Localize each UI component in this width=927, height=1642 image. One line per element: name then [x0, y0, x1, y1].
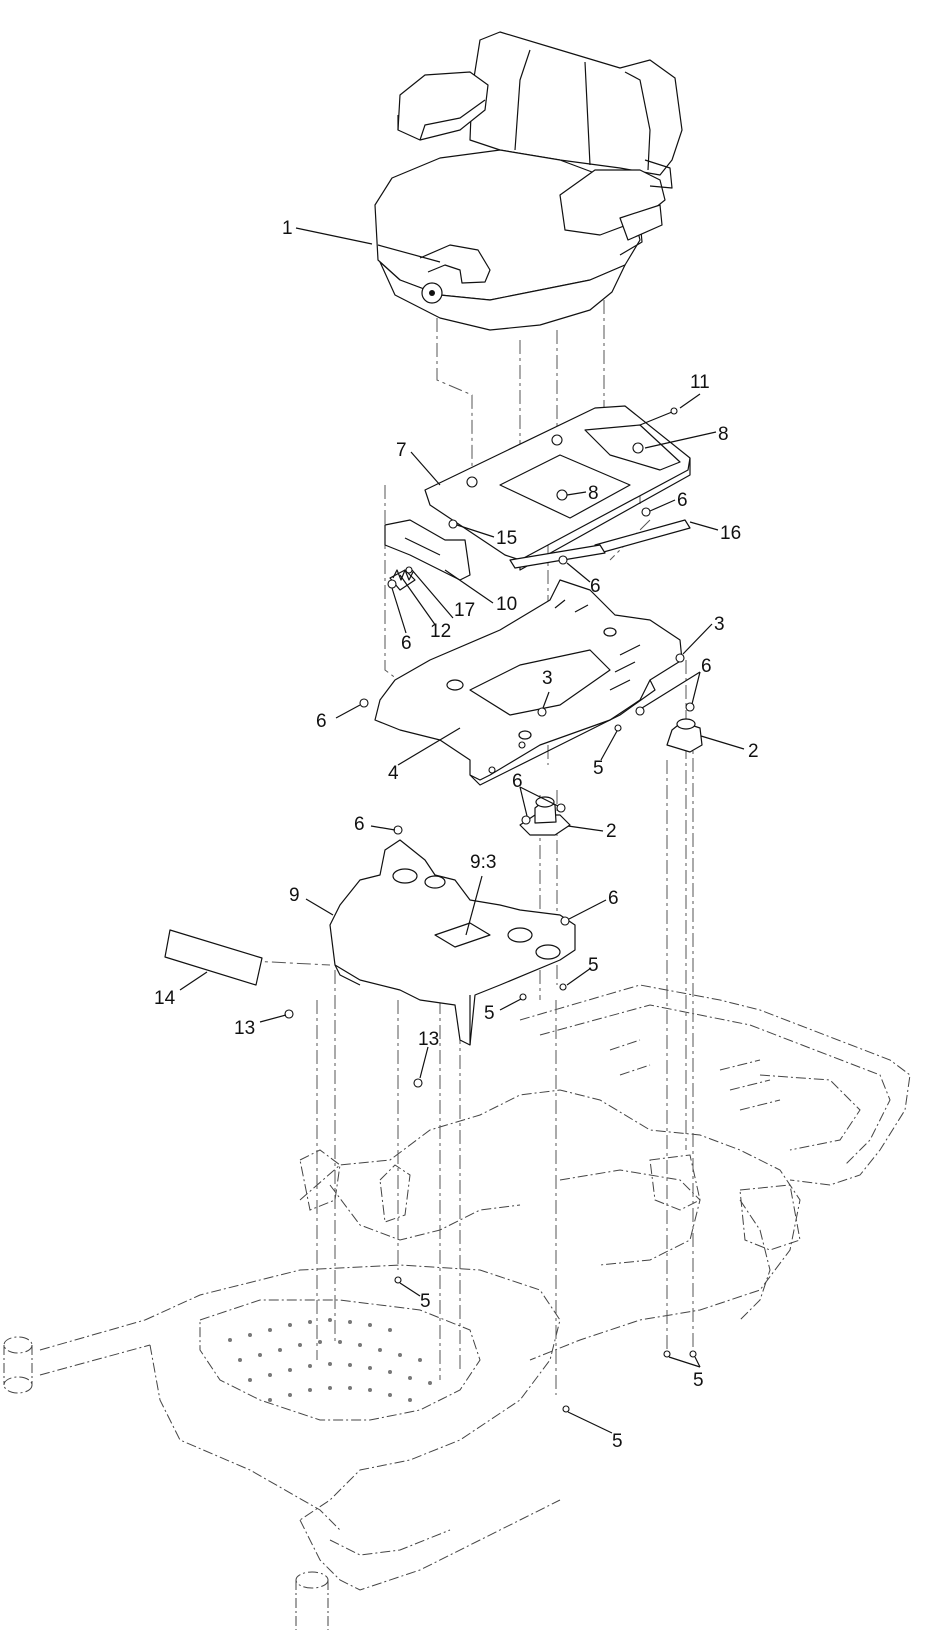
callout-10: 10 — [496, 594, 517, 615]
callout-13: 13 — [418, 1029, 439, 1050]
callout-5: 5 — [593, 758, 604, 779]
callout-11: 11 — [690, 372, 710, 393]
floor-perforations — [228, 1318, 432, 1402]
callout-7: 7 — [396, 440, 407, 461]
callout-5: 5 — [420, 1291, 431, 1312]
callout-6: 6 — [401, 633, 412, 654]
seat-suspension-frame — [374, 579, 683, 786]
callout-8: 8 — [588, 483, 599, 504]
callout-5: 5 — [612, 1431, 623, 1452]
callout-6: 6 — [512, 771, 523, 792]
slide-bracket — [384, 519, 471, 591]
mower-frame — [3, 984, 911, 1630]
callout-12: 12 — [430, 621, 451, 642]
callout-17: 17 — [454, 600, 475, 621]
callout-1: 1 — [282, 218, 293, 239]
callout-labels: 1 11 8 7 8 6 15 16 10 6 17 12 6 3 6 3 6 … — [154, 218, 759, 1452]
adjust-rod — [509, 519, 691, 569]
hardware-fasteners — [284, 407, 697, 1413]
callout-5: 5 — [693, 1370, 704, 1391]
callout-6: 6 — [354, 814, 365, 835]
callout-3: 3 — [542, 668, 553, 689]
callout-9: 9 — [289, 885, 300, 906]
spring — [392, 569, 414, 581]
callout-6: 6 — [677, 490, 688, 511]
callout-15: 15 — [496, 528, 517, 549]
seat-support-bracket — [329, 839, 576, 1046]
callout-16: 16 — [720, 523, 741, 544]
callout-3: 3 — [714, 614, 725, 635]
isolator-mount — [519, 718, 703, 836]
callout-2: 2 — [748, 741, 759, 762]
callout-5: 5 — [484, 1003, 495, 1024]
callout-8: 8 — [718, 424, 729, 445]
callout-6: 6 — [590, 576, 601, 597]
seat-assembly — [374, 31, 683, 331]
callout-14: 14 — [154, 988, 176, 1009]
callout-2: 2 — [606, 821, 617, 842]
callout-5: 5 — [588, 955, 599, 976]
decal — [164, 929, 263, 986]
callout-6: 6 — [608, 888, 619, 909]
callout-13: 13 — [234, 1018, 255, 1039]
callout-9-3: 9:3 — [470, 852, 496, 873]
callout-6: 6 — [316, 711, 327, 732]
callout-6: 6 — [701, 656, 712, 677]
callout-4: 4 — [388, 763, 399, 784]
leader-lines — [179, 227, 745, 1434]
